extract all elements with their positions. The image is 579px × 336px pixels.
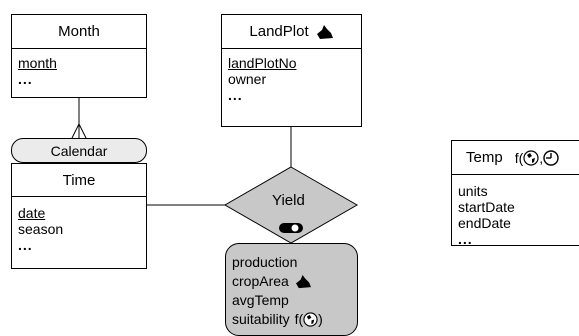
temp-func: f( [514,149,524,166]
calendar-label: Calendar [50,142,108,159]
landplot-owner: owner [228,71,267,87]
yield-croparea-row: cropArea [232,272,357,291]
landplot-header: LandPlot [222,15,361,49]
month-attributes: month ... [18,55,57,87]
month-title: Month [12,15,146,49]
landplot-entity[interactable]: LandPlot landPlotNo owner ... [221,14,362,127]
suitability-close: ) [318,311,323,327]
month-entity[interactable]: Month month ... [11,14,147,98]
yield-suitability: suitability [232,311,290,327]
temp-header: Temp f( , [452,141,579,175]
yield-label: Yield [272,192,305,209]
yield-attributes[interactable]: production cropArea avgTemp suitability … [225,243,358,336]
time-title: Time [12,164,146,197]
globe-icon [303,312,318,327]
time-season: season [18,221,64,237]
toggle-icon [279,223,303,233]
month-more: ... [18,71,33,87]
temp-enddate: endDate [458,215,511,231]
yield-production: production [232,254,298,270]
landplot-attributes: landPlotNo owner ... [228,55,297,103]
temp-entity[interactable]: Temp f( , units startDate endDate ... [451,140,579,247]
yield-suitability-row: suitability f( ) [232,310,357,329]
time-attributes: date season ... [18,205,63,253]
spatial-polygon-icon [295,274,311,289]
spatial-polygon-icon [316,24,333,39]
calendar-role[interactable]: Calendar [11,138,147,163]
temp-units: units [458,183,488,199]
landplot-more: ... [228,87,243,103]
temp-more: ... [458,231,473,247]
clock-icon [543,149,559,166]
temp-title: Temp [466,149,503,166]
landplot-title: LandPlot [249,23,309,40]
landplot-key: landPlotNo [228,55,297,71]
temp-attributes: units startDate endDate ... [458,183,515,247]
month-key: month [18,55,57,71]
time-more: ... [18,237,33,253]
time-key: date [18,205,46,221]
suitability-func: f( [294,311,304,327]
time-entity[interactable]: Time date season ... [11,163,147,269]
temp-startdate: startDate [458,199,515,215]
globe-icon [523,149,539,166]
yield-croparea: cropArea [232,273,289,289]
yield-avgtemp: avgTemp [232,292,289,308]
